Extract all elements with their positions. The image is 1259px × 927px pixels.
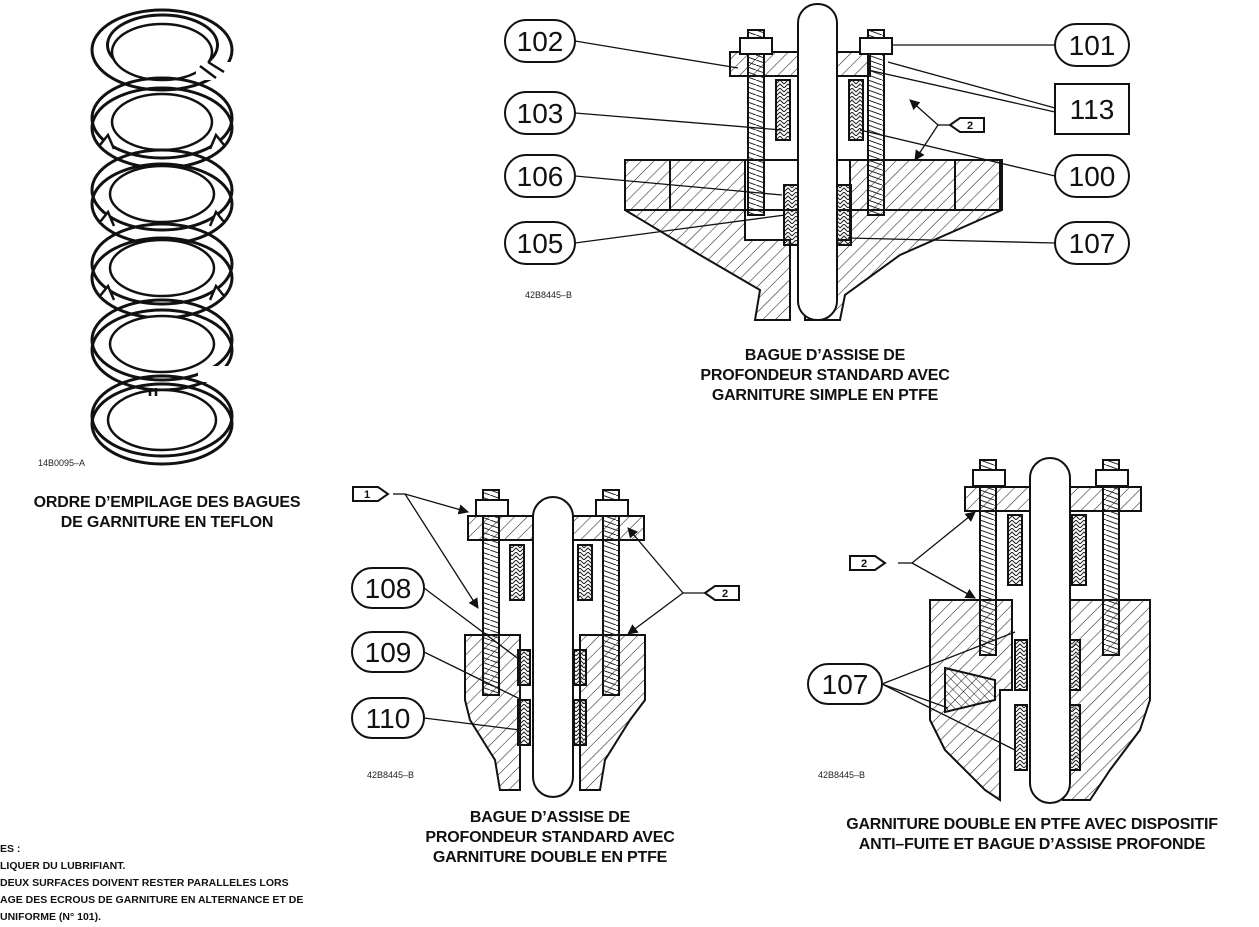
note-tag-1-mid-label: 1 [364, 489, 370, 501]
callouts-middle [351, 567, 425, 739]
note-tag-2-right-label: 2 [861, 558, 867, 570]
callout-110-label: 110 [366, 703, 411, 734]
figure-code-top: 42B8445–B [525, 290, 573, 300]
note-tag-2-mid-label: 2 [722, 588, 728, 600]
callout-106-label: 106 [517, 161, 564, 192]
caption-line: ANTI–FUITE ET BAGUE D’ASSISE PROFONDE [858, 836, 1206, 853]
caption-stack: ORDRE D’EMPILAGE DES BAGUES DE GARNITURE… [12, 493, 322, 533]
caption-line: PROFONDEUR STANDARD AVEC [425, 829, 675, 846]
notes-block: ES : LIQUER DU LUBRIFIANT. DEUX SURFACES… [0, 841, 303, 926]
callout-107a-label: 107 [1069, 228, 1116, 259]
packing-ring-stack [90, 8, 234, 466]
callout-113 [1054, 83, 1130, 135]
callouts-top [504, 19, 1130, 265]
right-section-drawing [929, 457, 1151, 804]
caption-line: DE GARNITURE EN TEFLON [60, 514, 274, 531]
callout-109-label: 109 [365, 637, 412, 668]
top-section-drawing [624, 3, 1003, 321]
note-line: AGE DES ECROUS DE GARNITURE EN ALTERNANC… [0, 894, 304, 906]
note-tag-2-mid [703, 585, 740, 601]
packing-ring-4 [90, 222, 234, 320]
leader-lines-middle [393, 493, 705, 731]
callout-102-label: 102 [517, 26, 564, 57]
caption-line: GARNITURE DOUBLE EN PTFE AVEC DISPOSITIF [846, 816, 1218, 833]
caption-line: GARNITURE DOUBLE EN PTFE [432, 849, 668, 866]
note-line: ES : [0, 843, 21, 855]
leader-lines-right [881, 511, 1016, 751]
caption-line: GARNITURE SIMPLE EN PTFE [711, 387, 939, 404]
note-line: DEUX SURFACES DOIVENT RESTER PARALLELES … [0, 877, 289, 889]
callout-105-label: 105 [517, 228, 564, 259]
caption-line: ORDRE D’EMPILAGE DES BAGUES [33, 494, 301, 511]
leak-off-plug [944, 666, 996, 714]
caption-line: BAGUE D’ASSISE DE [469, 809, 631, 826]
leader-lines-top [574, 40, 1056, 244]
caption-line: PROFONDEUR STANDARD AVEC [700, 367, 950, 384]
note-tag-2-right [849, 555, 887, 571]
packing-ring-6 [90, 374, 234, 466]
figure-code-mid: 42B8445–B [367, 770, 415, 780]
caption-top: BAGUE D’ASSISE DE PROFONDEUR STANDARD AV… [680, 346, 970, 406]
note-line: UNIFORME (N° 101). [0, 911, 102, 923]
packing-ring-5 [90, 298, 234, 392]
callout-108-label: 108 [365, 573, 412, 604]
note-tag-2-top-label: 2 [967, 120, 973, 132]
packing-ring-1 [90, 8, 234, 92]
caption-right: GARNITURE DOUBLE EN PTFE AVEC DISPOSITIF… [812, 815, 1252, 855]
caption-mid: BAGUE D’ASSISE DE PROFONDEUR STANDARD AV… [405, 808, 695, 868]
figure-code-right: 42B8445–B [818, 770, 866, 780]
callout-107b-label: 107 [822, 669, 869, 700]
note-line: LIQUER DU LUBRIFIANT. [0, 860, 126, 872]
caption-line: BAGUE D’ASSISE DE [744, 347, 906, 364]
callout-103-label: 103 [517, 98, 564, 129]
middle-section-drawing [464, 489, 646, 798]
packing-ring-2 [90, 76, 234, 170]
callout-100-label: 100 [1069, 161, 1116, 192]
note-tag-1-mid [352, 486, 390, 502]
packing-ring-3 [90, 148, 234, 246]
callout-101-label: 101 [1069, 30, 1116, 61]
note-tags [352, 117, 985, 601]
callout-113-label: 113 [1070, 94, 1115, 125]
note-tag-2-top [948, 117, 985, 133]
figure-code-stack: 14B0095–A [38, 458, 86, 468]
